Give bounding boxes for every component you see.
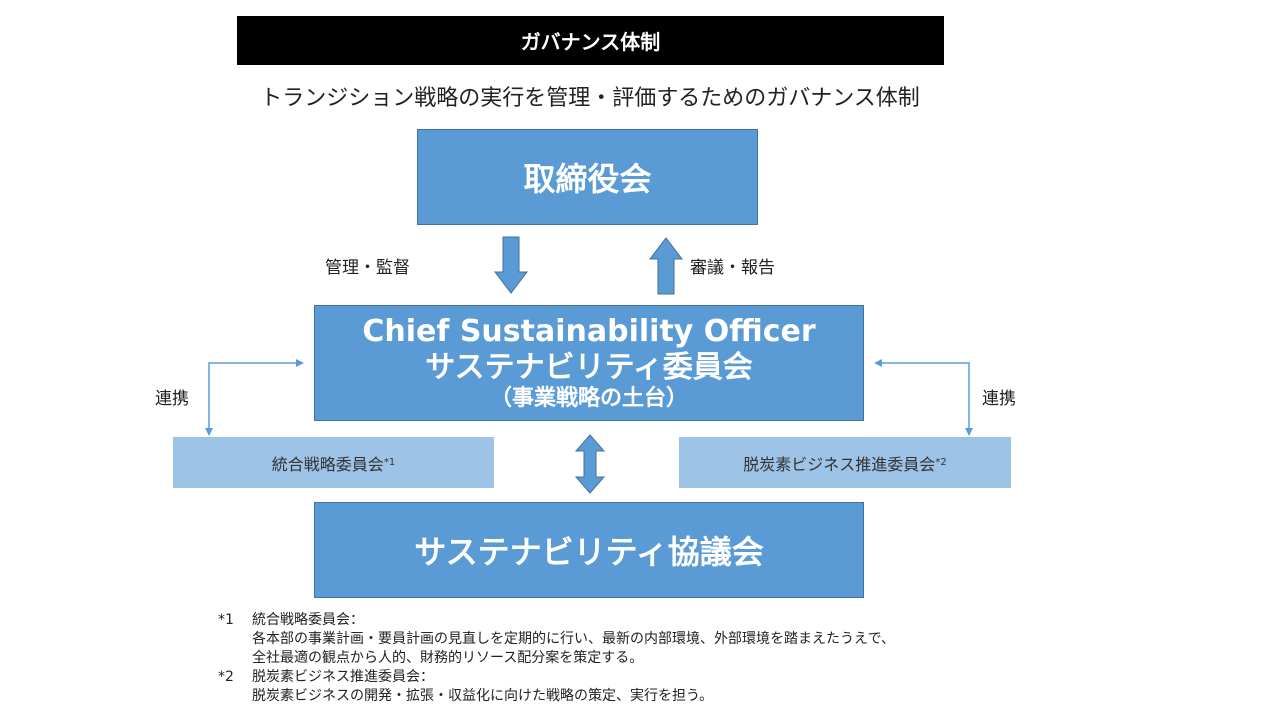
up-arrow <box>648 237 684 295</box>
sustainability-council-box: サステナビリティ協議会 <box>314 502 864 598</box>
link-label-right: 連携 <box>982 389 1016 409</box>
committee-subtitle: （事業戦略の土台） <box>489 386 688 411</box>
footnote-2-header: *2 脱炭素ビジネス推進委員会： <box>218 668 895 687</box>
board-of-directors-box: 取締役会 <box>417 129 758 225</box>
report-label: 審議・報告 <box>690 258 775 278</box>
footnote-1-header: *1 統合戦略委員会： <box>218 611 895 630</box>
committee-title: サステナビリティ委員会 <box>425 350 753 385</box>
right-link-connector <box>876 362 970 434</box>
decarb-committee-label: 脱炭素ビジネス推進委員会 <box>743 454 936 474</box>
diagram-subtitle: トランジション戦略の実行を管理・評価するためのガバナンス体制 <box>260 86 920 111</box>
footnotes: *1 統合戦略委員会： 各本部の事業計画・要員計画の見直しを定期的に行い、最新の… <box>218 611 895 706</box>
header-title: ガバナンス体制 <box>520 30 661 54</box>
right-link-arrowhead-top <box>874 359 882 367</box>
footnote-1-mark: *1 <box>218 612 234 628</box>
left-link-arrowhead-top <box>296 359 304 367</box>
cso-title: Chief Sustainability Officer <box>362 314 816 349</box>
decarb-committee-note-mark: *2 <box>935 457 947 468</box>
footnote-1-line-1: 各本部の事業計画・要員計画の見直しを定期的に行い、最新の内部環境、外部環境を踏ま… <box>252 631 896 647</box>
integrated-committee-label: 統合戦略委員会 <box>271 454 384 474</box>
integrated-strategy-committee-box: 統合戦略委員会*1 <box>173 437 494 488</box>
footnote-2-title: 脱炭素ビジネス推進委員会： <box>252 669 434 685</box>
oversight-label: 管理・監督 <box>325 258 410 278</box>
footnote-2-line-1: 脱炭素ビジネスの開発・拡張・収益化に向けた戦略の策定、実行を担う。 <box>252 688 714 704</box>
header-title-bar: ガバナンス体制 <box>237 16 944 65</box>
left-link-connector <box>208 362 302 434</box>
footnote-2-mark: *2 <box>218 669 234 685</box>
bidirectional-arrow <box>574 434 606 494</box>
council-label: サステナビリティ協議会 <box>414 533 764 571</box>
board-label: 取締役会 <box>523 160 652 198</box>
link-label-left: 連携 <box>155 389 189 409</box>
sustainability-committee-box: Chief Sustainability Officer サステナビリティ委員会… <box>314 305 864 421</box>
left-link-arrowhead-bottom <box>205 428 213 436</box>
footnote-1-line-2: 全社最適の観点から人的、財務的リソース配分案を策定する。 <box>252 650 644 666</box>
right-link-arrowhead-bottom <box>965 428 973 436</box>
down-arrow <box>493 236 529 294</box>
integrated-committee-note-mark: *1 <box>383 457 396 468</box>
footnote-1-title: 統合戦略委員会： <box>252 612 364 628</box>
decarbonization-committee-box: 脱炭素ビジネス推進委員会*2 <box>679 437 1011 488</box>
